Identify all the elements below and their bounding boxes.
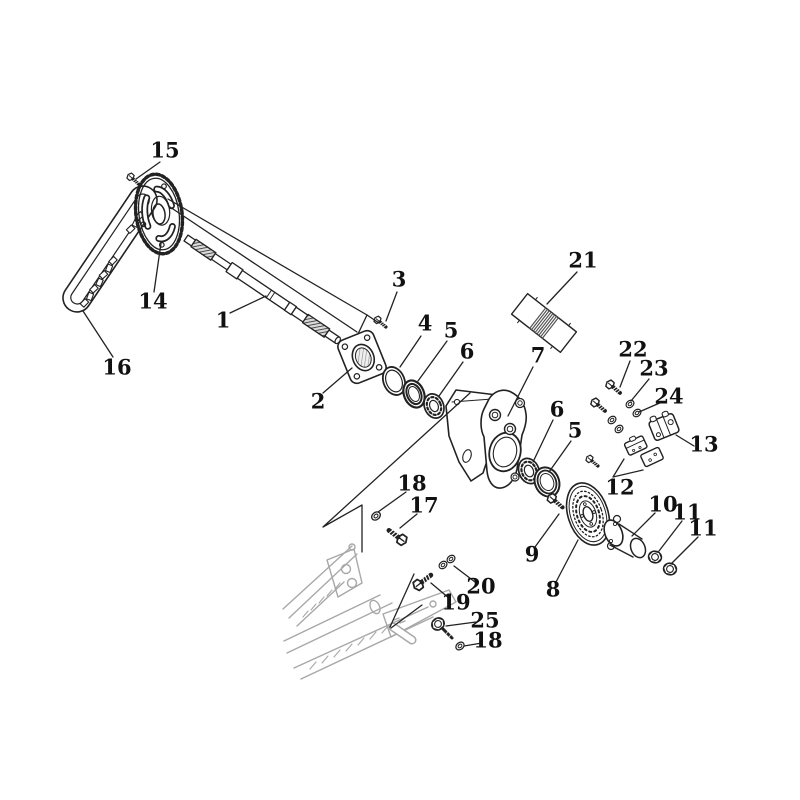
caliper-washer-b bbox=[612, 423, 626, 435]
callout-19: 19 bbox=[441, 590, 470, 615]
leader-line-3 bbox=[385, 291, 398, 322]
callout-25: 25 bbox=[470, 608, 499, 633]
callout-7: 7 bbox=[531, 343, 546, 368]
callout-5a: 5 bbox=[444, 318, 459, 343]
leader-line-16 bbox=[82, 310, 114, 358]
frame-bracket bbox=[326, 543, 363, 598]
leader-line-6b bbox=[532, 419, 554, 463]
part-23-washer bbox=[623, 398, 637, 410]
leader-line-20 bbox=[453, 565, 476, 583]
callout-3: 3 bbox=[392, 267, 407, 292]
callout-21: 21 bbox=[568, 248, 597, 273]
callout-6a: 6 bbox=[460, 339, 475, 364]
leader-line-15 bbox=[135, 161, 161, 180]
callout-16: 16 bbox=[102, 355, 131, 380]
callout-2: 2 bbox=[311, 389, 326, 414]
part-14-sprocket bbox=[133, 172, 185, 256]
leader-line-7 bbox=[507, 366, 534, 417]
leader-line-22 bbox=[619, 360, 631, 388]
part-2-sprocket-hub-flange bbox=[337, 329, 387, 385]
part-8-brake-disc bbox=[565, 482, 611, 546]
frame-plate bbox=[369, 589, 457, 645]
part-3-hub-bolt bbox=[371, 313, 390, 332]
assembly-line-2 bbox=[169, 206, 358, 333]
part-25-flange-nut bbox=[428, 614, 454, 640]
leader-line-19 bbox=[430, 582, 451, 600]
callout-12: 12 bbox=[605, 475, 634, 500]
leader-line-9 bbox=[534, 513, 560, 548]
leader-line-4 bbox=[399, 335, 422, 368]
part-13-brake-caliper bbox=[648, 410, 680, 441]
leader-line-18a bbox=[377, 491, 407, 513]
callout-10: 10 bbox=[648, 492, 677, 517]
part-12-brake-pad-a bbox=[623, 435, 648, 456]
callout-18a: 18 bbox=[397, 471, 426, 496]
frame-hatching bbox=[302, 582, 389, 670]
leader-line-17 bbox=[399, 513, 418, 529]
part-9-disc-bolt bbox=[546, 492, 566, 510]
callout-14: 14 bbox=[138, 289, 167, 314]
leader-line-25 bbox=[445, 621, 477, 627]
leader-line-11a bbox=[658, 520, 683, 552]
leader-line-1 bbox=[229, 295, 267, 314]
part-19-mount-bolt bbox=[411, 571, 433, 592]
callout-24: 24 bbox=[654, 384, 683, 409]
part-24-washer bbox=[630, 407, 644, 419]
leader-line-12 bbox=[612, 458, 644, 478]
callout-18b: 18 bbox=[473, 628, 502, 653]
callout-15: 15 bbox=[150, 138, 179, 163]
part-21-warning-decal bbox=[510, 292, 578, 354]
callout-9: 9 bbox=[525, 542, 540, 567]
leader-line-10 bbox=[631, 512, 656, 537]
assembly-line-6 bbox=[389, 573, 415, 628]
assembly-line-1 bbox=[167, 198, 368, 316]
callout-13: 13 bbox=[689, 432, 718, 457]
part-6-bearing-left bbox=[423, 393, 445, 419]
callout-1: 1 bbox=[216, 308, 231, 333]
leader-line-18b bbox=[463, 642, 483, 647]
frame-swingarm bbox=[282, 543, 457, 680]
part-4-oil-seal bbox=[381, 366, 407, 396]
part-1-axle-shaft bbox=[183, 234, 342, 345]
part-5-seal-right bbox=[533, 466, 561, 498]
leader-line-23 bbox=[630, 378, 650, 402]
callout-8: 8 bbox=[546, 577, 561, 602]
leader-line-6a bbox=[438, 361, 464, 397]
callout-4: 4 bbox=[418, 311, 433, 336]
part-11-axle-nut-inner bbox=[646, 549, 664, 565]
callout-17: 17 bbox=[409, 493, 438, 518]
callout-20: 20 bbox=[466, 574, 495, 599]
callout-22: 22 bbox=[618, 337, 647, 362]
callout-11a: 11 bbox=[672, 500, 701, 525]
callout-6b: 6 bbox=[550, 397, 565, 422]
leader-line-2 bbox=[322, 367, 353, 394]
leader-line-14 bbox=[153, 242, 162, 293]
assembly-line-3 bbox=[357, 314, 368, 335]
leader-line-5b bbox=[548, 440, 572, 473]
leader-line-8 bbox=[555, 539, 579, 583]
part-5-seal-left bbox=[402, 379, 426, 409]
pad-pin-bolt bbox=[583, 452, 602, 471]
part-10-wheel-hub bbox=[603, 514, 647, 559]
leader-line-24 bbox=[638, 401, 663, 413]
callout-11b: 11 bbox=[688, 516, 717, 541]
leader-line-5a bbox=[417, 340, 448, 382]
caliper-bolt-second bbox=[587, 394, 610, 416]
part-15-sprocket-bolt bbox=[124, 170, 143, 189]
leader-line-21 bbox=[546, 271, 578, 305]
caliper-washer-a bbox=[605, 414, 619, 426]
callout-23: 23 bbox=[639, 356, 668, 381]
callout-5b: 5 bbox=[568, 418, 583, 443]
assembly-line-7 bbox=[390, 604, 423, 629]
part-11-axle-nut-outer bbox=[661, 561, 679, 577]
assembly-line-4 bbox=[366, 314, 380, 324]
assembly-line-5 bbox=[322, 392, 471, 553]
part-17-mount-bolt bbox=[386, 526, 409, 546]
part-12-brake-pad-b bbox=[640, 446, 664, 468]
leader-line-13 bbox=[675, 434, 695, 447]
leader-line-11b bbox=[671, 536, 699, 564]
part-18-washer-top bbox=[369, 509, 383, 523]
